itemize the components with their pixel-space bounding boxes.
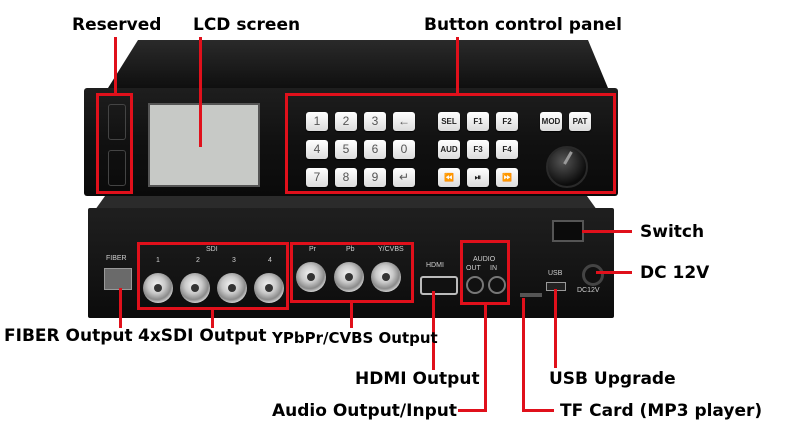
switch-label: Switch [640, 222, 705, 242]
button-panel-label: Button control panel [424, 15, 622, 35]
sdi-connector-1 [143, 273, 173, 303]
sdi-port-2-label: 2 [196, 257, 200, 264]
sdi-port-4-label: 4 [268, 257, 272, 264]
key-f1[interactable]: F1 [467, 112, 489, 131]
reserved-slot-lower [108, 150, 126, 186]
fiber-leader [119, 288, 122, 328]
audio-out-jack [466, 276, 484, 294]
key-1[interactable]: 1 [306, 112, 328, 131]
audio-in-jack [488, 276, 506, 294]
key-f2[interactable]: F2 [496, 112, 518, 131]
ycvbs-label: Y/CVBS [378, 246, 404, 253]
button-panel-frame [285, 93, 616, 194]
audio-frame [460, 240, 510, 305]
sdi-output-label: 4xSDI Output [138, 326, 267, 346]
ypbpr-output-label: YPbPr/CVBS Output [272, 329, 438, 347]
audio-label: AUDIO [473, 256, 496, 263]
key-0[interactable]: 0 [393, 140, 415, 159]
sdi-port-1-label: 1 [156, 257, 160, 264]
key-8[interactable]: 8 [335, 168, 357, 187]
reserved-frame [96, 93, 133, 194]
lcd-screen [148, 103, 260, 187]
play-pause-icon[interactable]: ⏯ [467, 168, 489, 187]
sdi-label: SDI [206, 246, 218, 253]
switch-leader [582, 230, 632, 233]
audio-out-label: OUT [466, 265, 481, 272]
key-6[interactable]: 6 [364, 140, 386, 159]
fast-forward-icon[interactable]: ⏩ [496, 168, 518, 187]
hdmi-output-label: HDMI Output [355, 369, 480, 389]
fiber-port-label: FIBER [106, 255, 127, 262]
tf-card-label: TF Card (MP3 player) [560, 401, 763, 421]
key-back[interactable]: ← [393, 112, 415, 131]
pr-label: Pr [309, 246, 316, 253]
key-f3[interactable]: F3 [467, 140, 489, 159]
rewind-icon[interactable]: ⏪ [438, 168, 460, 187]
key-enter[interactable]: ↵ [393, 168, 415, 187]
rotary-knob[interactable] [546, 146, 588, 188]
key-7[interactable]: 7 [306, 168, 328, 187]
bottom-unit-lid [95, 196, 597, 210]
sdi-leader [211, 310, 214, 328]
usb-label: USB [548, 270, 563, 277]
power-switch[interactable] [552, 220, 584, 242]
key-5[interactable]: 5 [335, 140, 357, 159]
reserved-leader [114, 37, 117, 93]
sdi-connector-3 [217, 273, 247, 303]
tf-card-slot [520, 293, 542, 297]
sdi-connector-4 [254, 273, 284, 303]
audio-leader-v [484, 305, 487, 412]
audio-in-label: IN [490, 265, 497, 272]
pb-connector [334, 262, 364, 292]
ycvbs-connector [371, 262, 401, 292]
fiber-port [104, 268, 132, 290]
ypbpr-frame [290, 242, 414, 303]
key-4[interactable]: 4 [306, 140, 328, 159]
dc-label: DC12V [577, 287, 600, 294]
tf-leader-h [522, 409, 554, 412]
pr-connector [296, 262, 326, 292]
audio-io-label: Audio Output/Input [272, 401, 457, 421]
dc-jack [582, 264, 604, 286]
sdi-connector-2 [180, 273, 210, 303]
usb-leader [554, 289, 557, 368]
reserved-slot [108, 104, 126, 140]
dc-leader [596, 271, 632, 274]
sdi-port-3-label: 3 [232, 257, 236, 264]
key-sel[interactable]: SEL [438, 112, 460, 131]
key-2[interactable]: 2 [335, 112, 357, 131]
key-3[interactable]: 3 [364, 112, 386, 131]
audio-leader-h [458, 409, 487, 412]
dc12v-label: DC 12V [640, 263, 710, 283]
key-mod[interactable]: MOD [540, 112, 562, 131]
pb-label: Pb [346, 246, 355, 253]
sdi-frame [137, 242, 289, 310]
lcd-leader [199, 37, 202, 147]
fiber-output-label: FIBER Output [4, 326, 133, 346]
key-f4[interactable]: F4 [496, 140, 518, 159]
key-9[interactable]: 9 [364, 168, 386, 187]
key-aud[interactable]: AUD [438, 140, 460, 159]
usb-upgrade-label: USB Upgrade [549, 369, 676, 389]
hdmi-leader [432, 291, 435, 370]
tf-leader-v [522, 298, 525, 412]
button-panel-leader [456, 37, 459, 93]
hdmi-port [420, 276, 458, 295]
ypbpr-leader [350, 303, 353, 328]
lcd-screen-label: LCD screen [193, 15, 301, 35]
key-pat[interactable]: PAT [569, 112, 591, 131]
top-unit-lid [108, 40, 608, 88]
reserved-label: Reserved [72, 15, 162, 35]
hdmi-label: HDMI [426, 262, 444, 269]
